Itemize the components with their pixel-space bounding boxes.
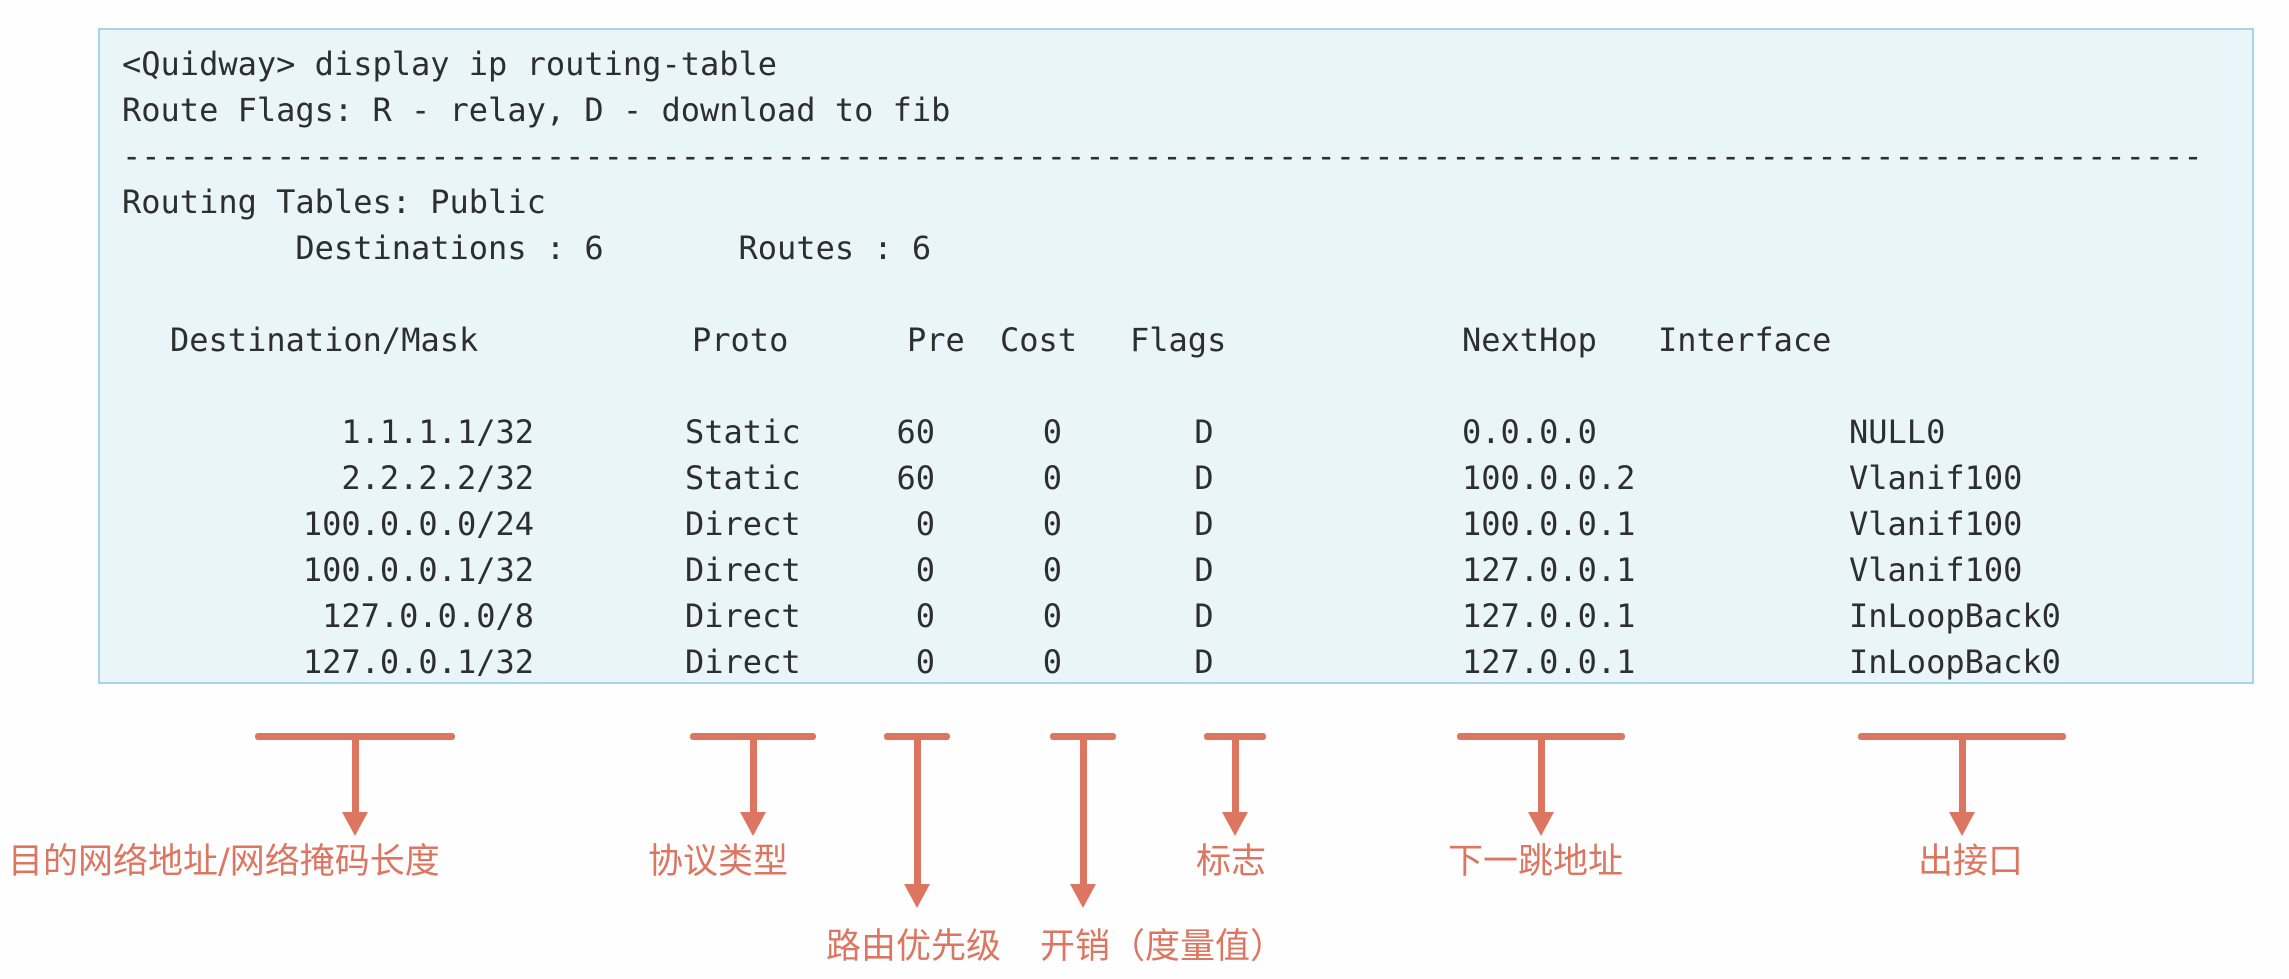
arrow-head-icon [1528,812,1554,836]
route-pre: 60 [896,459,935,497]
arrow-stem [1231,740,1239,812]
annotation-label-proto: 协议类型 [648,842,789,882]
route-pre: 60 [896,413,935,451]
route-pre: 0 [915,597,935,635]
route-pre: 0 [915,643,935,681]
route-pre: 0 [915,505,935,543]
route-interface: Vlanif100 [1849,505,2023,543]
arrow-stem [1537,740,1545,812]
annotation-arrow-proto [690,733,816,836]
route-flags: D [1194,551,1214,589]
route-nexthop: 127.0.0.1 [1462,597,1636,635]
annotation-label-cost: 开销（度量值） [1040,927,1286,967]
header-nexthop: NextHop [1462,321,1597,359]
route-nexthop: 100.0.0.2 [1462,459,1636,497]
arrow-bar [884,733,950,740]
route-interface: NULL0 [1849,413,1946,451]
arrow-head-icon [904,884,930,908]
route-proto: Direct [685,597,801,635]
arrow-bar [1050,733,1116,740]
route-pre: 0 [915,551,935,589]
route-flags: D [1194,643,1214,681]
route-dest: 100.0.0.1/32 [302,551,534,589]
route-dest: 100.0.0.0/24 [302,505,534,543]
arrow-head-icon [1070,884,1096,908]
annotation-label-destination-mask: 目的网络地址/网络掩码长度 [8,842,440,882]
arrow-bar [690,733,816,740]
arrow-bar [1858,733,2066,740]
annotation-arrow-interface [1858,733,2066,836]
route-nexthop: 127.0.0.1 [1462,643,1636,681]
annotation-label-interface: 出接口 [1918,842,2024,882]
route-flags-line: Route Flags: R - relay, D - download to … [122,91,951,129]
route-row: 127.0.0.1/32 Direct 0 0 D 127.0.0.1 InLo… [122,639,2252,682]
route-cost: 0 [1042,551,1062,589]
command-line: <Quidway> display ip routing-table [122,45,778,83]
route-dest: 127.0.0.1/32 [302,643,534,681]
arrow-stem [1079,740,1087,884]
route-cost: 0 [1042,459,1062,497]
route-cost: 0 [1042,643,1062,681]
route-row: 100.0.0.1/32 Direct 0 0 D 127.0.0.1 Vlan… [122,547,2252,593]
route-row: 127.0.0.0/8 Direct 0 0 D 127.0.0.1 InLoo… [122,593,2252,639]
route-row: 2.2.2.2/32 Static 60 0 D 100.0.0.2 Vlani… [122,455,2252,501]
header-pre: Pre [907,321,965,359]
arrow-head-icon [1222,812,1248,836]
arrow-stem [1958,740,1966,812]
terminal-window: <Quidway> display ip routing-table Route… [98,28,2254,684]
route-proto: Static [685,459,801,497]
route-flags: D [1194,505,1214,543]
annotation-arrow-flags [1204,733,1266,836]
annotation-arrow-destination-mask [255,733,455,836]
route-flags: D [1194,597,1214,635]
header-destination-mask: Destination/Mask [170,321,479,359]
route-flags: D [1194,459,1214,497]
annotation-label-flags: 标志 [1196,842,1267,882]
route-nexthop: 0.0.0.0 [1462,413,1597,451]
route-proto: Static [685,413,801,451]
route-dest: 1.1.1.1/32 [341,413,534,451]
arrow-head-icon [740,812,766,836]
arrow-stem [351,740,359,812]
route-interface: Vlanif100 [1849,459,2023,497]
route-dest: 127.0.0.0/8 [322,597,534,635]
annotation-label-nexthop: 下一跳地址 [1448,842,1624,882]
header-proto: Proto [692,321,789,359]
annotation-arrow-pre [884,733,950,908]
route-row: 100.0.0.0/24 Direct 0 0 D 100.0.0.1 Vlan… [122,501,2252,547]
route-interface: Vlanif100 [1849,551,2023,589]
annotation-arrow-cost [1050,733,1116,908]
arrow-stem [749,740,757,812]
route-cost: 0 [1042,413,1062,451]
arrow-bar [1457,733,1625,740]
summary-line: Destinations : 6 Routes : 6 [122,229,932,267]
route-nexthop: 100.0.0.1 [1462,505,1636,543]
table-header-row: Destination/Mask Proto Pre Cost Flags Ne… [122,317,2252,363]
header-cost: Cost [1000,321,1078,359]
routing-tables-line: Routing Tables: Public [122,183,546,221]
route-interface: InLoopBack0 [1849,597,2061,635]
arrow-head-icon [342,812,368,836]
arrow-stem [913,740,921,884]
arrow-bar [1204,733,1266,740]
route-flags: D [1194,413,1214,451]
route-interface: InLoopBack0 [1849,643,2061,681]
route-proto: Direct [685,505,801,543]
route-dest: 2.2.2.2/32 [341,459,534,497]
route-proto: Direct [685,643,801,681]
route-cost: 0 [1042,597,1062,635]
blank-line [122,271,2252,317]
header-interface: Interface [1658,321,1832,359]
annotation-arrow-nexthop [1457,733,1625,836]
arrow-head-icon [1949,812,1975,836]
annotation-label-pre: 路由优先级 [826,927,1002,967]
blank-line [122,363,2252,409]
header-flags: Flags [1130,321,1227,359]
separator-line: ----------------------------------------… [122,137,2203,175]
arrow-bar [255,733,455,740]
route-cost: 0 [1042,505,1062,543]
route-row: 1.1.1.1/32 Static 60 0 D 0.0.0.0 NULL0 [122,409,2252,455]
route-nexthop: 127.0.0.1 [1462,551,1636,589]
route-proto: Direct [685,551,801,589]
